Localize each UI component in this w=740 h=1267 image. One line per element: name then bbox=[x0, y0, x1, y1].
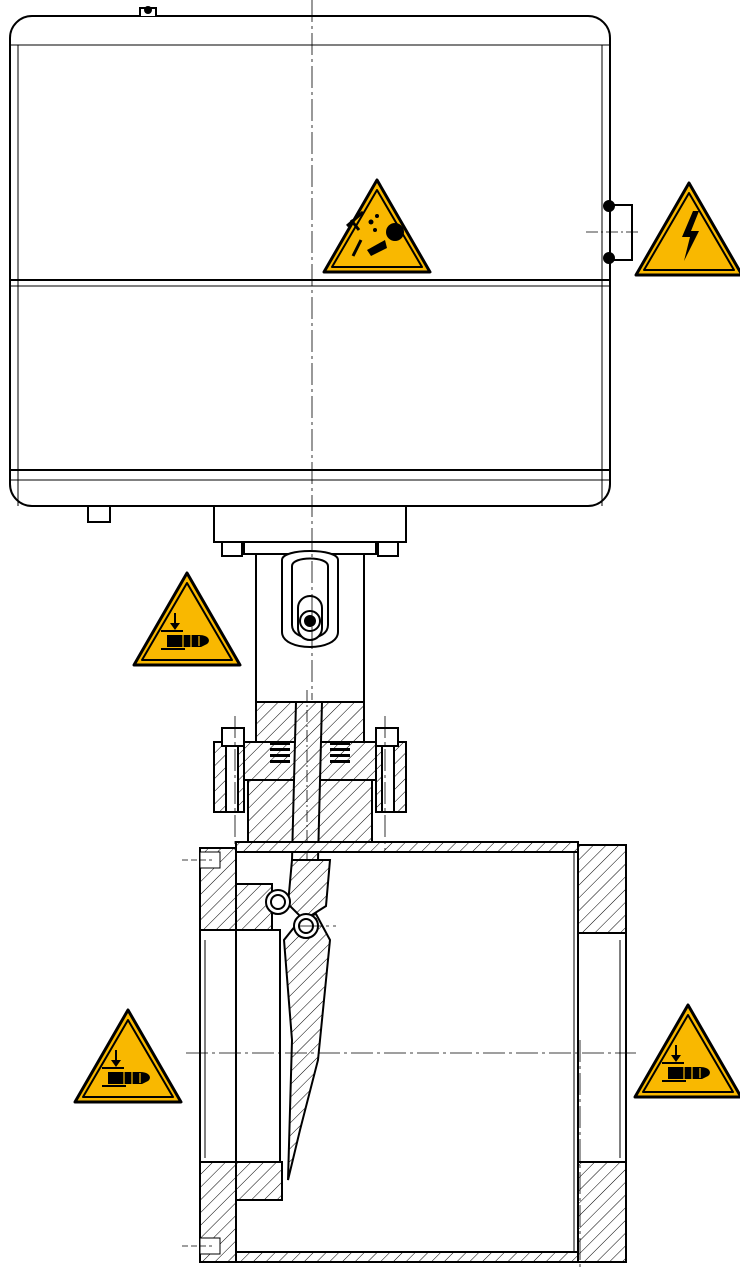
warning-hand-crush-right-icon bbox=[633, 1003, 740, 1099]
valve-body bbox=[182, 841, 627, 1263]
warning-hand-crush-left-icon bbox=[73, 1008, 183, 1104]
warning-electric-shock-icon bbox=[634, 181, 740, 277]
center-lines bbox=[186, 0, 636, 1267]
actuator-housing bbox=[9, 6, 640, 523]
valve-disc bbox=[265, 859, 332, 1181]
coupling-bracket bbox=[213, 505, 407, 703]
warning-hand-crush-upper-icon bbox=[132, 571, 242, 667]
stem-packing bbox=[213, 690, 407, 861]
